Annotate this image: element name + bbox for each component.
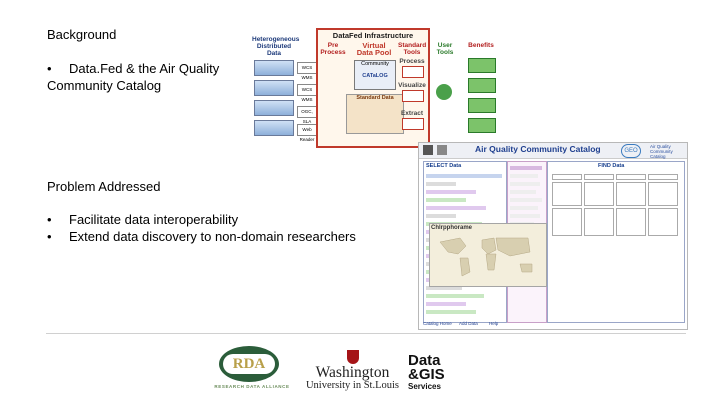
user-tools-label: User Tools <box>436 42 454 56</box>
process-box <box>402 66 424 78</box>
source-box-2 <box>254 80 294 96</box>
visualize-box <box>402 90 424 102</box>
heading-problem: Problem Addressed <box>47 179 161 194</box>
footer-divider <box>46 333 686 334</box>
problem-bullet-2: •Extend data discovery to non-domain res… <box>47 229 356 244</box>
footer-link-home[interactable]: Catalog Home <box>423 321 452 326</box>
geo-logo: GEO <box>621 144 641 158</box>
extract-label: Extract <box>400 110 424 117</box>
select-data-title: SELECT Data <box>426 163 462 169</box>
catalog-side-text: Air Quality Community Catalog <box>650 144 673 159</box>
washu-shield-icon <box>347 350 359 364</box>
problem-bullet-1: •Facilitate data interoperability <box>47 212 239 227</box>
standard-tools-label: Standard Tools <box>398 42 427 56</box>
visualize-label: Visualize <box>398 82 426 89</box>
washu-logo: Washington University in St.Louis <box>305 350 400 394</box>
benefit-box-2 <box>468 78 496 93</box>
infrastructure-box: DataFed Infrastructure Pre Process Virtu… <box>316 28 430 148</box>
source-box-4 <box>254 120 294 136</box>
ws-label-3: OGC, SLA <box>297 106 317 124</box>
catalog-title: Air Quality Community Catalog <box>475 144 601 154</box>
catalog-header: Air Quality Community Catalog GEO Air Qu… <box>419 143 687 159</box>
benefit-box-1 <box>468 58 496 73</box>
process-label: Process <box>399 58 425 65</box>
footer-link-help[interactable]: Help <box>489 321 499 326</box>
source-box-1 <box>254 60 294 76</box>
standard-data-box: Standard Data <box>346 94 404 134</box>
benefit-box-3 <box>468 98 496 113</box>
data-gis-logo: Data &GIS Services <box>408 352 445 391</box>
sources-title: Heterogeneous Distributed Data <box>252 36 300 57</box>
rda-logo: RDA RESEARCH DATA ALLIANCE <box>209 346 295 396</box>
virtual-pool-label: Virtual Data Pool <box>356 41 392 57</box>
forward-icon <box>437 145 447 155</box>
map-title: Chlrpphorame <box>431 225 473 231</box>
footer-link-add[interactable]: Add Data <box>459 321 478 326</box>
background-bullet: •Data.Fed & the Air Quality Community Ca… <box>47 61 220 93</box>
infra-title: DataFed Infrastructure <box>332 31 414 40</box>
user-tools-icon <box>436 84 452 100</box>
heading-background: Background <box>47 27 117 42</box>
benefit-box-4 <box>468 118 496 133</box>
benefits-label: Benefits <box>468 42 494 49</box>
community-catalog-box: Community CATaLOG <box>354 60 396 90</box>
find-data-title: FIND Data <box>598 163 625 169</box>
map-land-shapes <box>439 237 533 277</box>
datafed-infrastructure-diagram: Heterogeneous Distributed Data WCS WMS W… <box>252 28 712 148</box>
find-data-panel: FIND Data <box>547 161 685 323</box>
ws-label-2: WCS WMS <box>297 84 317 102</box>
extract-box <box>402 118 424 130</box>
catalog-footer: Catalog Home Add Data Help <box>419 321 687 329</box>
ws-label-4: Web Reader <box>297 124 317 142</box>
catalog-screenshot: Air Quality Community Catalog GEO Air Qu… <box>418 142 688 330</box>
back-icon <box>423 145 433 155</box>
pre-process-label: Pre Process <box>320 42 346 56</box>
source-box-3 <box>254 100 294 116</box>
world-map[interactable] <box>429 223 547 287</box>
ws-label-1: WCS WMS <box>297 62 317 80</box>
